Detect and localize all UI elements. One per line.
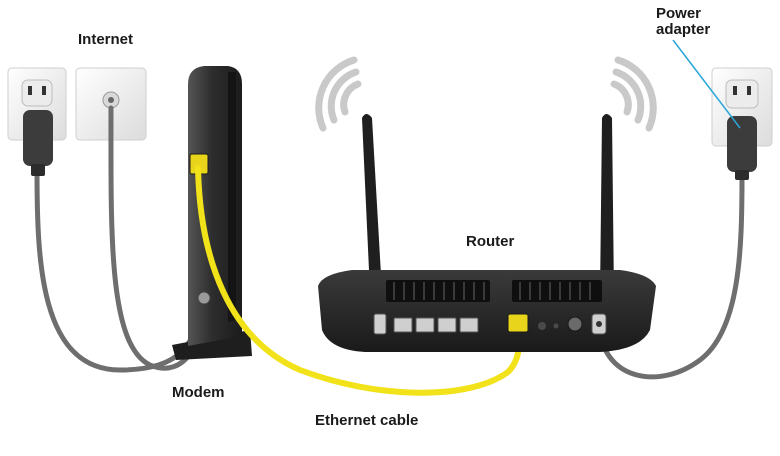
power-adapter-pointer [672,39,741,129]
router-internet-port [507,313,529,333]
router-usb-port [373,313,387,335]
router-reset-button [553,323,559,329]
power-cable-left [34,167,203,373]
router-power-button [567,316,583,332]
power-plug-left [23,110,53,176]
internet-label: Internet [78,31,134,48]
modem-label: Modem [172,384,225,401]
router [318,270,656,352]
power-adapter-label-line1: Power [656,5,702,22]
ethernet-cable-label: Ethernet cable [315,412,419,429]
modem [172,66,252,360]
router-wps-button [538,322,546,330]
power-plug-right [727,116,757,180]
wifi-signal-right-icon [610,56,657,132]
router-antenna-right [600,114,614,296]
router-antenna-left [362,114,382,292]
power-adapter-label-line2: adapter [656,21,711,38]
ethernet-cable [195,165,522,396]
power-cable-right [597,172,745,380]
router-label: Router [466,233,515,250]
wifi-signal-left-icon [315,56,362,132]
router-lan-ports [393,317,479,333]
power-adapter-label: Power adapter [656,6,710,38]
